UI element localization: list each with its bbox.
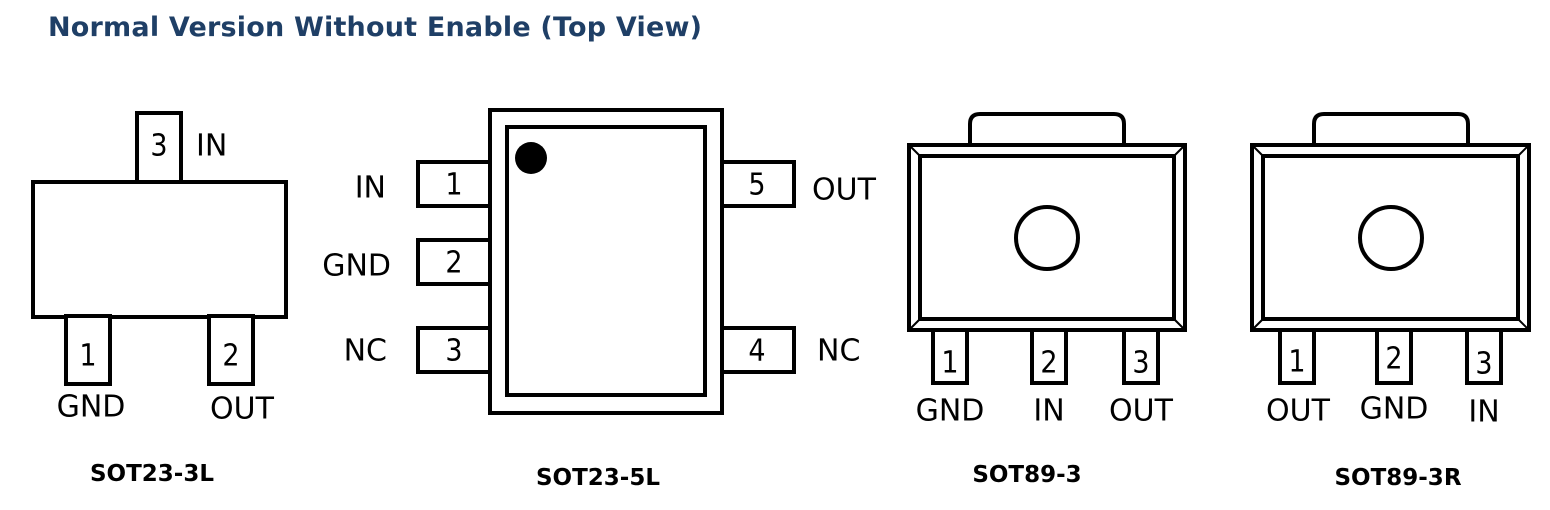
package-name: SOT89-3R [1334,465,1461,491]
pin-3-label: NC [344,334,387,369]
pin-1-number: 1 [79,339,96,374]
pin-3-label: OUT [1109,394,1174,429]
package-name: SOT23-3L [90,461,214,487]
bevel-lines [1251,144,1530,331]
pin-1-body [1278,326,1316,385]
pin-3-number: 3 [445,334,462,369]
package-name: SOT23-5L [536,465,660,491]
pin-1-number: 1 [1288,345,1305,380]
pin-1-number: 1 [445,168,462,203]
package-sot23-5l: 1 2 3 5 4 IN GND NC OUT NC SOT23-5L [322,108,877,491]
pin-3-label: IN [1468,395,1499,430]
heatsink-circle [1358,205,1424,271]
package-sot23-3l: 3 IN 1 2 GND OUT SOT23-3L [31,111,288,487]
pin-2-number: 2 [1385,342,1402,377]
pin-3-number: 3 [1132,346,1149,381]
pin-2-body [1375,326,1413,385]
pin-2-body [207,314,255,386]
pin-3-body [416,326,493,374]
package-sot89-3r: 1 2 3 OUT GND IN SOT89-3R [1250,112,1531,491]
pin-1-marker-dot [515,142,547,174]
pin-3-number: 3 [150,129,167,164]
pin-3-body [1122,326,1160,385]
heatsink-circle [1014,205,1080,271]
package-body [31,180,288,319]
pin-2-label: GND [322,249,391,284]
pin-3-label: IN [196,129,227,164]
pin-1-body [931,326,969,385]
package-inner-body [505,125,707,397]
pin-2-label: IN [1033,394,1064,429]
pin-1-label: OUT [1266,394,1331,429]
pin-1-label: GND [916,394,985,429]
tab-body [968,112,1126,148]
pin-2-number: 2 [222,339,239,374]
pin-4-label: NC [817,334,860,369]
pin-2-number: 2 [1040,346,1057,381]
pin-5-number: 5 [748,168,765,203]
pin-5-label: OUT [812,173,877,208]
pin-1-label: GND [57,390,126,425]
diagram-title: Normal Version Without Enable (Top View) [48,12,703,43]
tab-body [1312,112,1470,148]
pin-2-number: 2 [445,246,462,281]
pin-3-body [1465,326,1503,385]
pin-1-label: IN [355,171,386,206]
pin-1-body [64,314,112,386]
pin-2-label: OUT [210,392,275,427]
package-sot89-3: 1 2 3 GND IN OUT SOT89-3 [907,112,1187,488]
pin-1-number: 1 [941,346,958,381]
pin-2-body [1030,326,1068,385]
pin-3-number: 3 [1475,347,1492,382]
bevel-lines [908,144,1186,331]
pin-3-body [135,111,183,185]
package-name: SOT89-3 [972,462,1081,488]
pin-2-label: GND [1360,392,1429,427]
pin-2-body [416,238,493,286]
pin-4-number: 4 [748,334,765,369]
